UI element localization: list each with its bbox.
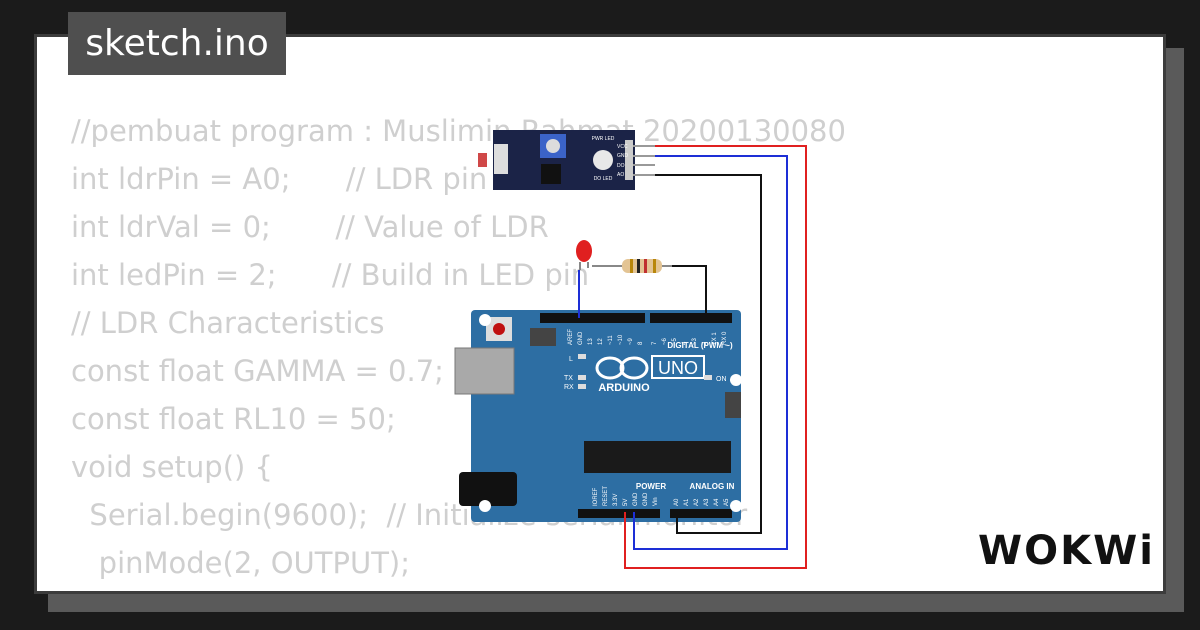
pin-label-digital: ~11 <box>608 335 614 345</box>
usb-port <box>454 347 515 395</box>
pin-label-digital: 7 <box>652 341 658 345</box>
pin-label-digital: ~3 <box>692 337 698 345</box>
ldr-sensor-module[interactable]: PWR LED DO LED VCC GND DO AO <box>478 130 655 190</box>
pin-label-digital: 4 <box>682 341 688 345</box>
icsp-header-right <box>725 392 741 418</box>
analog-label: ANALOG IN <box>690 482 735 491</box>
pin-label-analog: A0 <box>674 498 680 506</box>
sensor-pin-do: DO <box>617 163 625 169</box>
code-line: const float RL10 = 50; <box>71 402 396 436</box>
reset-button-cap <box>493 323 505 335</box>
rx-label: RX <box>564 384 574 391</box>
code-line: int ledPin = 2; // Build in LED pin <box>71 258 590 292</box>
pin-label-power: Vin <box>653 497 659 506</box>
on-label: ON <box>716 376 727 383</box>
icsp-header-top <box>530 328 556 346</box>
sensor-power-header <box>494 144 508 174</box>
wires <box>578 145 807 569</box>
header-analog <box>670 509 732 518</box>
pin-label-analog: A3 <box>704 498 710 506</box>
header-top-right <box>650 313 732 323</box>
code-line: int ldrPin = A0; // LDR pin <box>71 162 488 196</box>
l-led <box>578 354 586 359</box>
sensor-do-label: DO LED <box>594 176 613 182</box>
pin-label-analog: A4 <box>714 498 720 506</box>
code-preview: //pembuat program : Muslimin Rahmat 2020… <box>71 107 846 591</box>
file-title-tab[interactable]: sketch.ino <box>68 12 286 75</box>
wire-ao-to-a0 <box>655 174 762 534</box>
code-line: // LDR Characteristics <box>71 306 385 340</box>
mount-hole-bl <box>479 500 491 512</box>
pin-label-power: GND <box>643 492 649 506</box>
atmega-chip <box>584 441 731 473</box>
tx-led <box>578 375 586 380</box>
wire-resistor-to-pin2 <box>672 265 707 318</box>
uno-badge <box>651 355 705 379</box>
sensor-led <box>593 150 613 170</box>
red-led[interactable] <box>576 240 592 270</box>
board-name: UNO <box>658 358 698 378</box>
pin-label-digital: 8 <box>638 341 644 345</box>
sensor-pin-gnd: GND <box>617 153 629 159</box>
pin-label-power: GND <box>633 492 639 506</box>
pin-label-digital: RX 0 <box>722 331 728 345</box>
mount-hole-br <box>730 500 742 512</box>
potentiometer-knob <box>546 139 560 153</box>
pin-label-analog: A5 <box>724 498 730 506</box>
digital-label: DIGITAL (PWM ~) <box>667 341 733 350</box>
header-top-left <box>540 313 645 323</box>
sensor-pin-vcc: VCC <box>617 144 628 150</box>
wokwi-logo: WOKWi <box>978 528 1155 574</box>
resistor[interactable] <box>592 259 672 273</box>
pin-label-power: 5V <box>623 499 629 506</box>
mount-hole-r <box>730 374 742 386</box>
pin-label-analog: A1 <box>684 498 690 506</box>
pin-label-analog: A2 <box>694 498 700 506</box>
code-line: int ldrVal = 0; // Value of LDR <box>71 210 549 244</box>
on-led <box>704 375 712 380</box>
sensor-pin-header <box>625 140 633 180</box>
comparator-chip <box>541 164 561 184</box>
power-jack <box>459 472 517 506</box>
pin-label-gnd: GND <box>578 331 584 345</box>
pin-label-digital: 12 <box>598 338 604 345</box>
mount-hole-tl <box>479 314 491 326</box>
pin-label-aref: AREF <box>568 329 574 345</box>
pin-label-digital: ~5 <box>672 337 678 345</box>
code-line: const float GAMMA = 0.7; <box>71 354 444 388</box>
wire-vcc-to-5v <box>624 145 807 569</box>
l-label: L <box>569 356 573 363</box>
arduino-uno-board[interactable]: UNO ARDUINO DIGITAL (PWM ~) POWER ANALOG… <box>454 310 742 522</box>
header-power <box>578 509 660 518</box>
sensor-pin-ao: AO <box>617 172 624 178</box>
tx-label: TX <box>564 375 573 382</box>
sensor-pwr-label: PWR LED <box>592 136 615 142</box>
pin-label-power: IOREF <box>593 487 599 506</box>
arduino-logo <box>595 356 649 380</box>
code-line: pinMode(2, OUTPUT); <box>71 546 410 580</box>
pin-label-digital: ~9 <box>628 337 634 345</box>
pin-label-digital: ~10 <box>618 334 624 345</box>
pin-label-digital: ~6 <box>662 337 668 345</box>
pin-label-power: RESET <box>603 486 609 506</box>
wire-gnd-to-gnd <box>633 155 788 550</box>
pin-label-power: 3.3V <box>613 494 619 506</box>
power-label: POWER <box>636 482 666 491</box>
pin-label-digital: 2 <box>702 341 708 345</box>
pin-label-digital: 13 <box>588 338 594 345</box>
code-line: void setup() { <box>71 450 273 484</box>
ldr-photoresistor <box>478 153 487 167</box>
board-brand: ARDUINO <box>598 382 650 394</box>
rx-led <box>578 384 586 389</box>
pin-label-digital: TX 1 <box>712 332 718 345</box>
